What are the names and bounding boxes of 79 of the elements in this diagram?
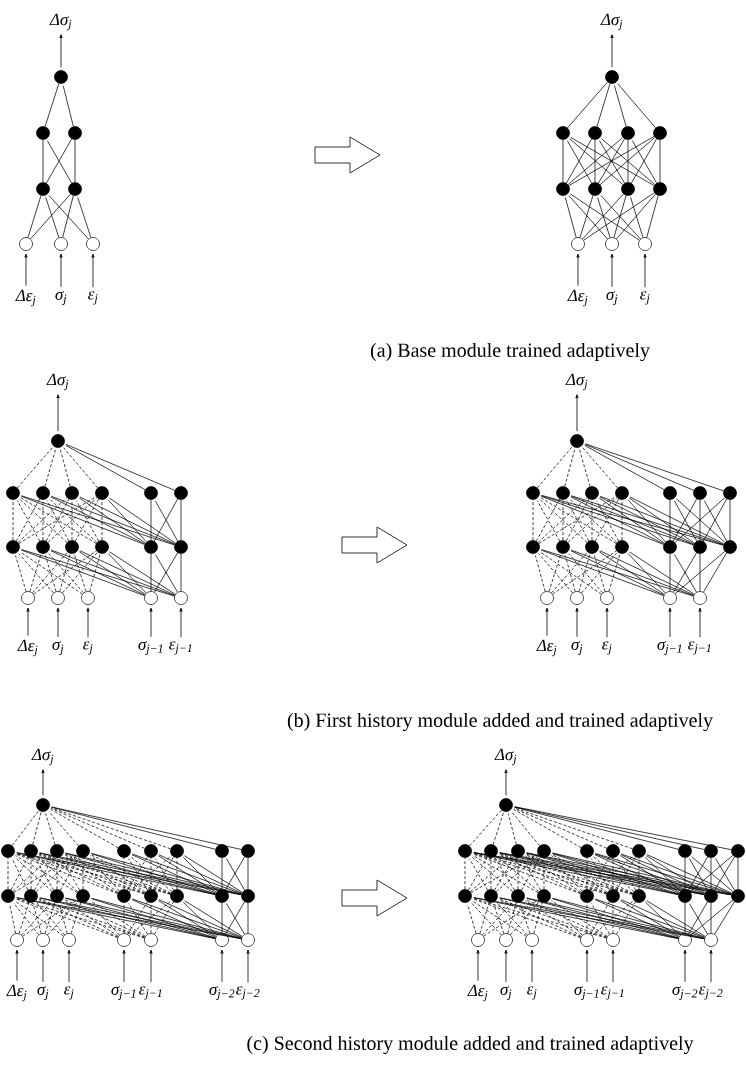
arrow [149,607,153,638]
input-label: ε$_{j−2}$ [236,986,260,1000]
input-label: σ$_{j−2}$ [209,986,235,1000]
input-label: ε$_{j}$ [83,641,93,655]
input-label: σ$_{j}$ [55,291,67,305]
input-label: ε$_{j}$ [602,641,612,655]
input-label: σ$_{j}$ [606,291,618,305]
arrow [576,253,580,287]
arrow [585,949,589,983]
input-label: σ$_{j−1}$ [138,641,163,655]
arrow [698,607,702,638]
arrow [220,949,224,983]
arrow [530,949,534,983]
arrow [59,253,63,288]
arrow [610,253,614,288]
arrow [41,769,45,796]
input-label: ε$_{j−1}$ [139,986,162,1000]
arrow [504,949,508,983]
input-label: ε$_{j−1}$ [688,641,711,655]
input-label: Δε$_{j}$ [567,289,588,307]
arrow [56,607,60,638]
input-label: σ$_{j}$ [571,641,583,655]
arrow [683,949,687,983]
input-label: σ$_{j−1}$ [111,986,136,1000]
input-label: ε$_{j}$ [64,986,74,1000]
arrow [504,769,508,796]
input-label: ε$_{j}$ [88,291,98,305]
input-label: Δε$_{j}$ [467,984,488,1002]
output-label: Δσ$_{j}$ [31,748,54,766]
input-label: Δε$_{j}$ [17,639,38,657]
panel-caption: (a) Base module trained adaptively [370,342,650,362]
arrow [149,949,153,983]
neuron-circle [731,844,745,858]
input-label: σ$_{j−1}$ [657,641,682,655]
input-label: σ$_{j−2}$ [672,986,698,1000]
neuron-circle [723,486,737,500]
arrow [56,394,60,432]
panel-caption: (b) First history module added and trained adaptively [287,712,713,732]
arrow [611,949,615,983]
input-label: Δε$_{j}$ [536,639,557,657]
arrow [122,949,126,983]
neuron-circle [731,889,745,903]
input-label: Δε$_{j}$ [15,289,36,307]
arrow [15,949,19,982]
panel-caption: (c) Second history module added and trained adaptively [247,1035,694,1055]
neuron-circle [723,540,737,554]
arrow [246,949,250,983]
input-label: ε$_{j−1}$ [601,986,624,1000]
input-label: Δε$_{j}$ [6,984,27,1002]
arrow [59,34,63,68]
input-label: ε$_{j−1}$ [169,641,192,655]
arrow [86,607,90,638]
input-label: ε$_{j}$ [527,986,537,1000]
arrow [545,607,549,637]
arrow [476,949,480,982]
arrow [643,253,647,288]
input-label: σ$_{j−1}$ [574,986,599,1000]
arrow [610,34,614,68]
output-label: Δσ$_{j}$ [494,748,517,766]
input-label: σ$_{j}$ [500,986,512,1000]
output-label: Δσ$_{j}$ [565,373,588,391]
input-label: ε$_{j}$ [640,291,650,305]
arrow [179,607,183,638]
arrow [575,394,579,432]
input-label: ε$_{j−2}$ [699,986,723,1000]
arrow [24,253,28,287]
arrow [26,607,30,637]
arrow [41,949,45,983]
output-label: Δσ$_{j}$ [49,13,72,31]
input-label: σ$_{j}$ [52,641,64,655]
arrow [709,949,713,983]
arrow [575,607,579,638]
output-label: Δσ$_{j}$ [600,13,623,31]
arrow [67,949,71,983]
arrow [91,253,95,288]
arrow [668,607,672,638]
input-label: σ$_{j}$ [37,986,49,1000]
output-label: Δσ$_{j}$ [46,373,69,391]
arrow [605,607,609,638]
